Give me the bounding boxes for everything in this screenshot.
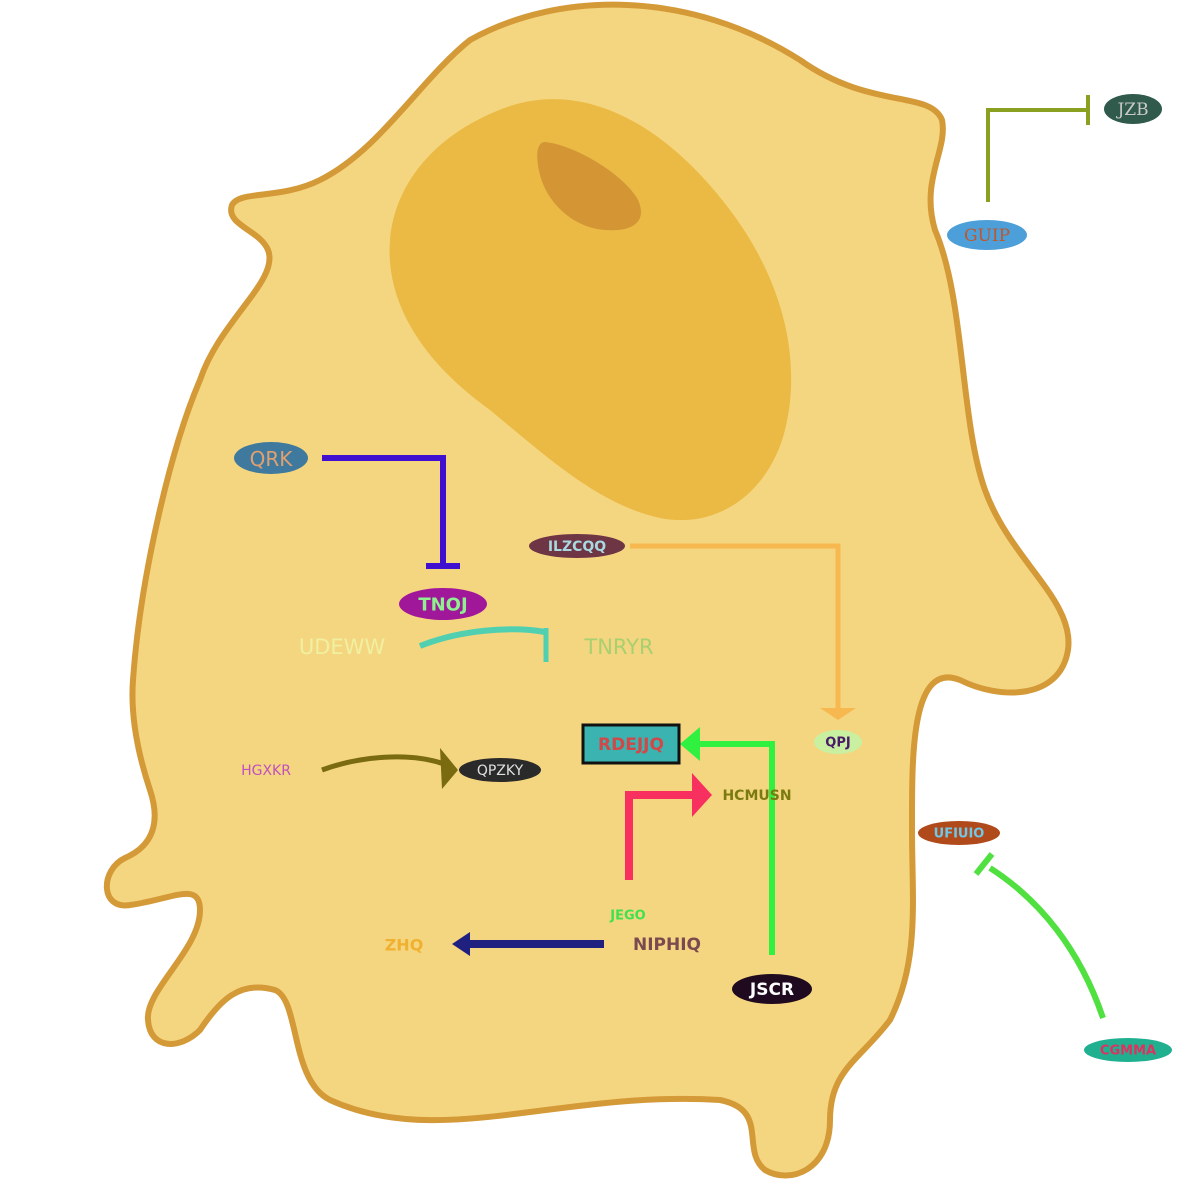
node-udeww[interactable]: UDEWW — [299, 635, 386, 659]
cell-membrane — [103, 1, 1072, 1179]
node-udeww-label: UDEWW — [299, 635, 386, 659]
edge-jego-hcmusn — [625, 791, 692, 880]
node-ilzcqq-label: ILZCQQ — [548, 539, 606, 555]
edge-ilzcqq-qpj-head — [820, 708, 856, 720]
node-ufiuio-label: UFIUIO — [934, 827, 985, 842]
edge-guip-jzb — [986, 108, 1088, 202]
node-qpj-label: QPJ — [825, 736, 850, 751]
node-rdejjq-label: RDEJJQ — [598, 735, 664, 755]
edge-cgmma-ufiuio-bar — [973, 852, 995, 876]
node-tnryr-label: TNRYR — [583, 635, 653, 659]
nucleus — [389, 99, 792, 521]
edge-niphiq-zhq-head — [452, 932, 470, 956]
node-cgmma[interactable]: CGMMA — [1084, 1038, 1172, 1062]
node-ilzcqq[interactable]: ILZCQQ — [529, 534, 625, 558]
edge-jscr-rdejjq-head — [680, 727, 700, 761]
node-qpj[interactable]: QPJ — [814, 730, 862, 754]
node-niphiq-label: NIPHIQ — [633, 935, 701, 955]
edge-jscr-rdejjq — [700, 741, 775, 955]
node-tnoj-label: TNOJ — [418, 595, 467, 616]
node-ufiuio[interactable]: UFIUIO — [918, 821, 1000, 845]
node-tnryr[interactable]: TNRYR — [583, 635, 653, 659]
node-jscr[interactable]: JSCR — [732, 974, 812, 1004]
edge-ilzcqq-qpj — [630, 543, 841, 708]
node-qpzky-label: QPZKY — [477, 763, 524, 779]
node-hgxkr-label: HGXKR — [241, 763, 291, 779]
node-cgmma-label: CGMMA — [1100, 1044, 1156, 1059]
edge-qrk-tnoj — [322, 455, 446, 566]
nucleolus — [537, 142, 642, 231]
node-niphiq[interactable]: NIPHIQ — [633, 935, 701, 955]
edge-hgxkr-qpzky — [321, 754, 445, 773]
node-hgxkr[interactable]: HGXKR — [241, 763, 291, 779]
node-qrk[interactable]: QRK — [234, 442, 308, 474]
node-guip-label: GUIP — [964, 226, 1010, 246]
edge-hgxkr-qpzky-head — [440, 748, 458, 789]
node-qrk-label: QRK — [250, 447, 294, 471]
node-jscr-label: JSCR — [749, 980, 794, 1000]
node-zhq-label: ZHQ — [385, 936, 424, 955]
node-jzb[interactable]: JZB — [1104, 94, 1162, 124]
node-hcmusn[interactable]: HCMUSN — [722, 788, 791, 804]
node-jego[interactable]: JEGO — [609, 909, 645, 924]
edge-cgmma-ufiuio — [988, 865, 1106, 1019]
node-hcmusn-label: HCMUSN — [722, 788, 791, 804]
edge-jego-hcmusn-head — [692, 773, 712, 817]
node-zhq[interactable]: ZHQ — [385, 936, 424, 955]
node-tnoj[interactable]: TNOJ — [399, 588, 487, 620]
node-jego-label: JEGO — [609, 909, 645, 924]
node-jzb-label: JZB — [1115, 100, 1148, 120]
node-guip[interactable]: GUIP — [947, 220, 1027, 250]
edge-udeww-tnryr — [418, 626, 546, 649]
node-qpzky[interactable]: QPZKY — [459, 758, 541, 782]
node-rdejjq[interactable]: RDEJJQ — [581, 723, 681, 765]
